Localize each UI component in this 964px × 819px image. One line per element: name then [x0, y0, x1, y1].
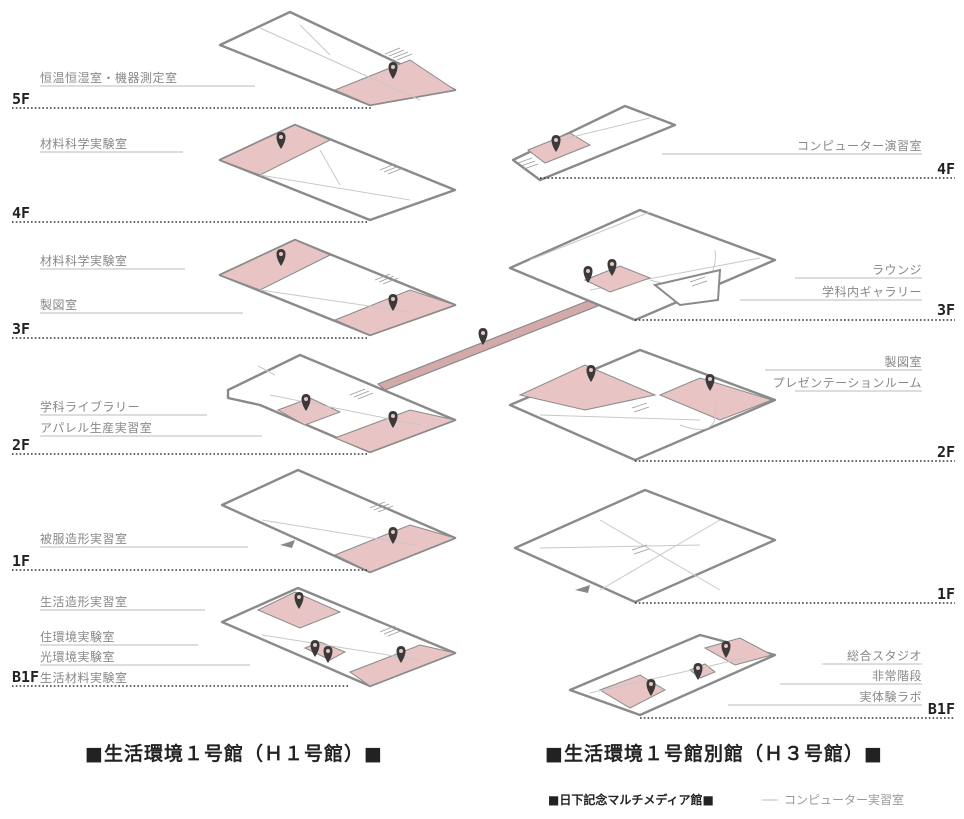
room-label: 生活材料実験室 — [40, 670, 128, 685]
room-label: 非常階段 — [872, 668, 922, 683]
room-label: ラウンジ — [872, 263, 922, 277]
room-label: コンピューター演習室 — [797, 138, 922, 153]
h3-floor-b1f — [568, 633, 777, 717]
floor-label: 4F — [12, 204, 30, 222]
location-pin-icon[interactable] — [388, 294, 398, 311]
h3-floor-3f — [508, 208, 777, 322]
h1-floor-2f — [226, 353, 457, 454]
h3-floor-4f — [511, 104, 677, 182]
floor-label: 3F — [12, 320, 30, 338]
entrance-arrow-icon — [575, 585, 590, 593]
location-pin-icon[interactable] — [478, 328, 488, 345]
room-label: 生活造形実習室 — [40, 594, 128, 609]
entrance-arrow-icon — [280, 540, 295, 548]
stairs-icon — [631, 544, 650, 555]
location-pin-icon[interactable] — [323, 646, 333, 663]
floor-label: 1F — [937, 585, 955, 603]
connecting-bridge — [376, 299, 602, 391]
location-pin-icon[interactable] — [607, 259, 617, 276]
floor-label: 4F — [937, 160, 955, 178]
stairs-icon — [379, 163, 404, 175]
stairs-icon — [689, 276, 708, 287]
stairs-icon — [384, 47, 413, 61]
room-label: プレゼンテーションルーム — [773, 376, 922, 390]
h1-floor-1f — [220, 468, 457, 574]
location-pin-icon[interactable] — [396, 646, 406, 663]
floor-label: 1F — [12, 552, 30, 570]
location-pin-icon[interactable] — [583, 266, 593, 283]
room-label: 実体験ラボ — [859, 689, 922, 704]
stairs-icon — [631, 402, 650, 413]
location-pin-icon[interactable] — [705, 374, 715, 391]
location-pin-icon[interactable] — [388, 527, 398, 544]
h1-floor-4f — [218, 123, 457, 222]
location-pin-icon[interactable] — [646, 679, 656, 696]
h3-floor-2f — [508, 348, 777, 462]
room-label: アパレル生産実習室 — [40, 420, 152, 435]
h1-floor-5f — [218, 10, 457, 107]
h3-floor-1f — [513, 488, 777, 604]
room-label: 住環境実験室 — [40, 629, 115, 644]
building-title-h3: ■生活環境１号館別館（Ｈ３号館）■ — [545, 742, 883, 765]
room-label: 材料科学実験室 — [40, 253, 128, 268]
location-pin-icon[interactable] — [388, 62, 398, 79]
location-pin-icon[interactable] — [294, 592, 304, 609]
location-pin-icon[interactable] — [276, 249, 286, 266]
stairs-icon — [369, 501, 394, 513]
h3-labels: コンピューター演習室 4F ラウンジ 学科内ギャラリー 3F 製図室 プレゼンテ… — [540, 138, 955, 719]
floor-label: B1F — [928, 700, 955, 718]
location-pin-icon[interactable] — [310, 640, 320, 657]
location-pin-icon[interactable] — [721, 641, 731, 658]
floor-label: 5F — [12, 90, 30, 108]
floor-label: 2F — [12, 436, 30, 454]
location-pin-icon[interactable] — [693, 663, 703, 680]
location-pin-icon[interactable] — [276, 132, 286, 149]
stairs-icon — [379, 625, 404, 637]
room-label: 学科ライブラリー — [40, 399, 140, 414]
building-title-h1: ■生活環境１号館（Ｈ１号館）■ — [85, 742, 383, 765]
location-pin-icon[interactable] — [301, 394, 311, 411]
room-label: 製図室 — [40, 297, 78, 312]
location-pin-icon[interactable] — [551, 135, 561, 152]
stairs-icon — [349, 388, 374, 400]
room-label: 製図室 — [884, 354, 922, 369]
location-pin-icon[interactable] — [388, 411, 398, 428]
room-label: 被服造形実習室 — [40, 531, 128, 546]
footer-building: ■日下記念マルチメディア館■ — [548, 792, 714, 807]
h1-floor-b1f — [220, 586, 457, 688]
floor-label: B1F — [12, 668, 39, 686]
footer-room: コンピューター実習室 — [784, 792, 904, 807]
room-label: 恒温恒湿室・機器測定室 — [40, 70, 178, 85]
h1-floor-3f — [218, 238, 457, 337]
floor-label: 3F — [937, 301, 955, 319]
room-label: 材料科学実験室 — [40, 136, 128, 151]
stairs-icon — [374, 273, 399, 285]
room-label: 光環境実験室 — [40, 649, 115, 664]
location-pin-icon[interactable] — [586, 365, 596, 382]
stairs-icon — [517, 157, 539, 170]
room-label: 総合スタジオ — [847, 648, 922, 663]
h1-labels: 恒温恒湿室・機器測定室 5F 材料科学実験室 4F 材料科学実験室 製図室 3F… — [12, 70, 372, 687]
room-label: 学科内ギャラリー — [822, 284, 922, 299]
floor-label: 2F — [937, 443, 955, 461]
